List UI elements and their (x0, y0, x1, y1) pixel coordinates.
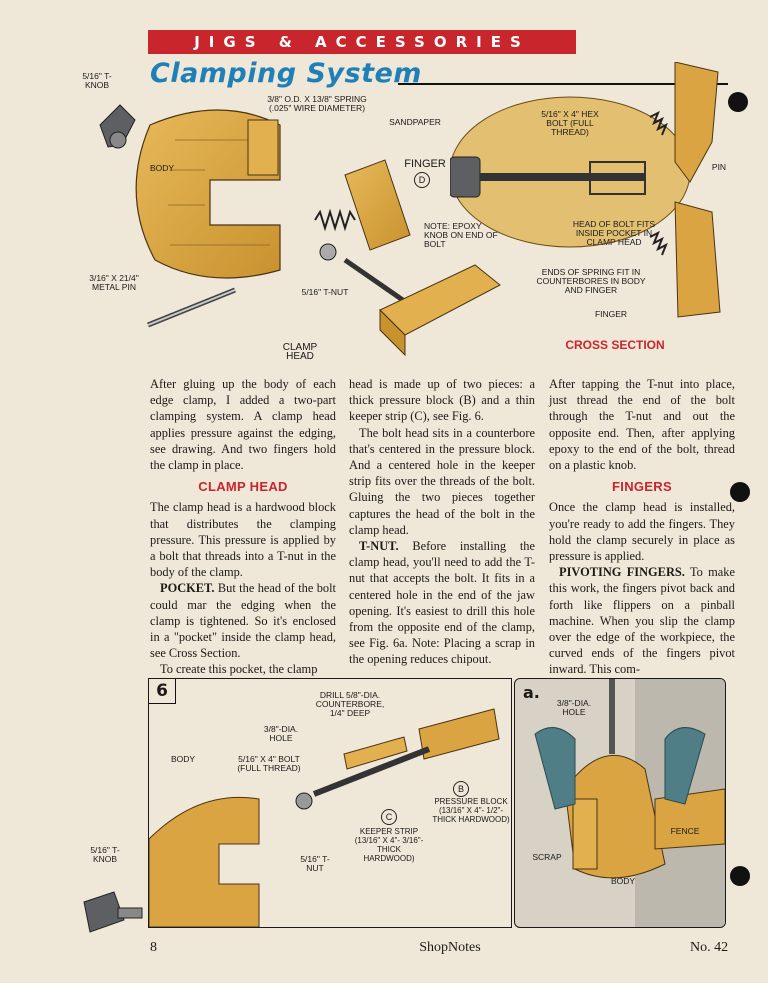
t-nut-icon (319, 243, 337, 261)
page-title: Clamping System (150, 58, 422, 89)
label-hole: 3/8"-DIA. HOLE (556, 698, 592, 717)
run-in-head: POCKET. (160, 581, 215, 596)
label-pressure-block: PRESSURE BLOCK (13/16" x 4"- 1/2"-THICK … (432, 797, 510, 824)
label-keeper-strip: KEEPER STRIP (13/16" x 4"- 3/16"-THICK H… (354, 827, 424, 863)
figure-6a-panel: a. 3/8"-DIA. HOLE FENCE SCRAP BODY (514, 678, 726, 928)
magazine-name: ShopNotes (419, 940, 481, 955)
section-heading-fingers: FINGERS (612, 479, 672, 495)
label-body: BODY (149, 163, 175, 173)
paragraph: The clamp head is a hardwood block that … (150, 500, 336, 580)
label-finger: FINGER (404, 158, 446, 170)
label-clamp-head: CLAMP HEAD (282, 342, 318, 362)
keeper-strip-icon (343, 736, 408, 770)
figure-6-panel: 6 DRILL 5/8"-DIA. COUNTERBORE, 1/4" DEEP… (148, 678, 512, 928)
part-letter-c: C (381, 809, 397, 825)
label-pin: PIN (711, 162, 727, 172)
paragraph: After tapping the T-nut into place, just… (549, 377, 735, 473)
label-body: BODY (610, 876, 636, 886)
punch-hole (730, 866, 750, 886)
figure-number: 6 (149, 679, 176, 704)
paragraph-pocket: POCKET. But the head of the bolt could m… (150, 580, 336, 661)
label-body: BODY (170, 754, 196, 764)
label-bolt: 5/16" x 4" BOLT (FULL THREAD) (237, 754, 301, 773)
lower-finger-icon (674, 201, 721, 318)
run-in-head: PIVOTING FINGERS. (559, 565, 685, 580)
issue-number: No. 42 (690, 940, 729, 955)
part-letter-b: B (453, 781, 469, 797)
t-knob-icon (83, 891, 143, 933)
article-column-1: After gluing up the body of each edge cl… (150, 376, 336, 678)
paragraph-text: But the head of the bolt could mar the e… (150, 581, 336, 661)
cross-section-caption: CROSS SECTION (565, 338, 665, 352)
punch-hole (728, 92, 748, 112)
label-drill: DRILL 5/8"-DIA. COUNTERBORE, 1/4" DEEP (315, 690, 385, 718)
bolt-icon (343, 257, 412, 308)
clamp-body-icon (149, 796, 260, 927)
paragraph-t-nut: T-NUT. Before installing the clamp head,… (349, 538, 535, 668)
run-in-head: T-NUT. (359, 539, 399, 554)
article-column-2: head is made up of two pieces: a thick p… (349, 376, 535, 668)
label-head-of-bolt: HEAD OF BOLT FITS INSIDE POCKET IN CLAMP… (572, 219, 656, 247)
bolt-icon (312, 746, 431, 797)
section-banner: JIGS & ACCESSORIES (148, 30, 576, 54)
label-finger-bottom: FINGER (594, 309, 628, 319)
paragraph: The bolt head sits in a counterbore that… (349, 425, 535, 537)
paragraph: Once the clamp head is installed, you're… (549, 500, 735, 564)
label-t-knob: 5/16" T-KNOB (90, 845, 120, 864)
t-knob-icon (99, 104, 136, 148)
article-column-3: After tapping the T-nut into place, just… (549, 376, 735, 678)
paragraph: head is made up of two pieces: a thick p… (349, 377, 535, 424)
label-ends-of-spring: ENDS OF SPRING FIT IN COUNTERBORES IN BO… (536, 267, 646, 295)
upper-finger-icon (674, 62, 719, 183)
label-hole: 3/8"-DIA. HOLE (263, 724, 299, 743)
clamp-exploded-drawing (99, 104, 501, 357)
finger-icon (344, 159, 411, 251)
paragraph-text: Before installing the clamp head, you'll… (349, 539, 535, 667)
paragraph-text: To make this work, the fingers pivot bac… (549, 565, 735, 677)
label-spring: 3/8" O.D. x 13/8" SPRING (.025" WIRE DIA… (267, 94, 367, 113)
section-heading-clamp-head: CLAMP HEAD (198, 479, 288, 495)
knob-icon (450, 156, 481, 198)
label-scrap: SCRAP (532, 852, 562, 862)
pressure-block-icon (418, 708, 500, 760)
scrap-icon (572, 798, 598, 870)
figure-6a-drawing (534, 679, 725, 927)
part-letter-d: D (414, 172, 430, 188)
figure-letter: a. (523, 683, 540, 702)
fence-icon (654, 788, 725, 850)
t-nut-icon (295, 792, 313, 810)
label-t-nut: 5/16" T-NUT (300, 854, 330, 873)
label-hex-bolt: 5/16" x 4" HEX BOLT (FULL THREAD) (541, 109, 599, 137)
paragraph: After gluing up the body of each edge cl… (150, 377, 336, 473)
title-rule (398, 83, 728, 85)
figure-6-drawing (149, 708, 500, 927)
paragraph-pivoting: PIVOTING FINGERS. To make this work, the… (549, 564, 735, 677)
clamp-body-icon (135, 109, 281, 279)
page-number: 8 (150, 940, 157, 955)
label-fence: FENCE (670, 826, 700, 836)
punch-hole (730, 482, 750, 502)
paragraph: To create this pocket, the clamp (160, 662, 318, 677)
label-t-nut: 5/16" T-NUT (301, 287, 349, 297)
label-sandpaper: SANDPAPER (389, 117, 441, 127)
label-note: NOTE: EPOXY KNOB ON END OF BOLT (424, 221, 498, 249)
spring-icon (314, 208, 356, 232)
hold-down-clamp-icon (534, 727, 576, 810)
label-t-knob: 5/16" T-KNOB (82, 71, 112, 90)
cross-section-drawing (450, 62, 721, 318)
label-metal-pin: 3/16" x 21/4" METAL PIN (89, 273, 139, 292)
